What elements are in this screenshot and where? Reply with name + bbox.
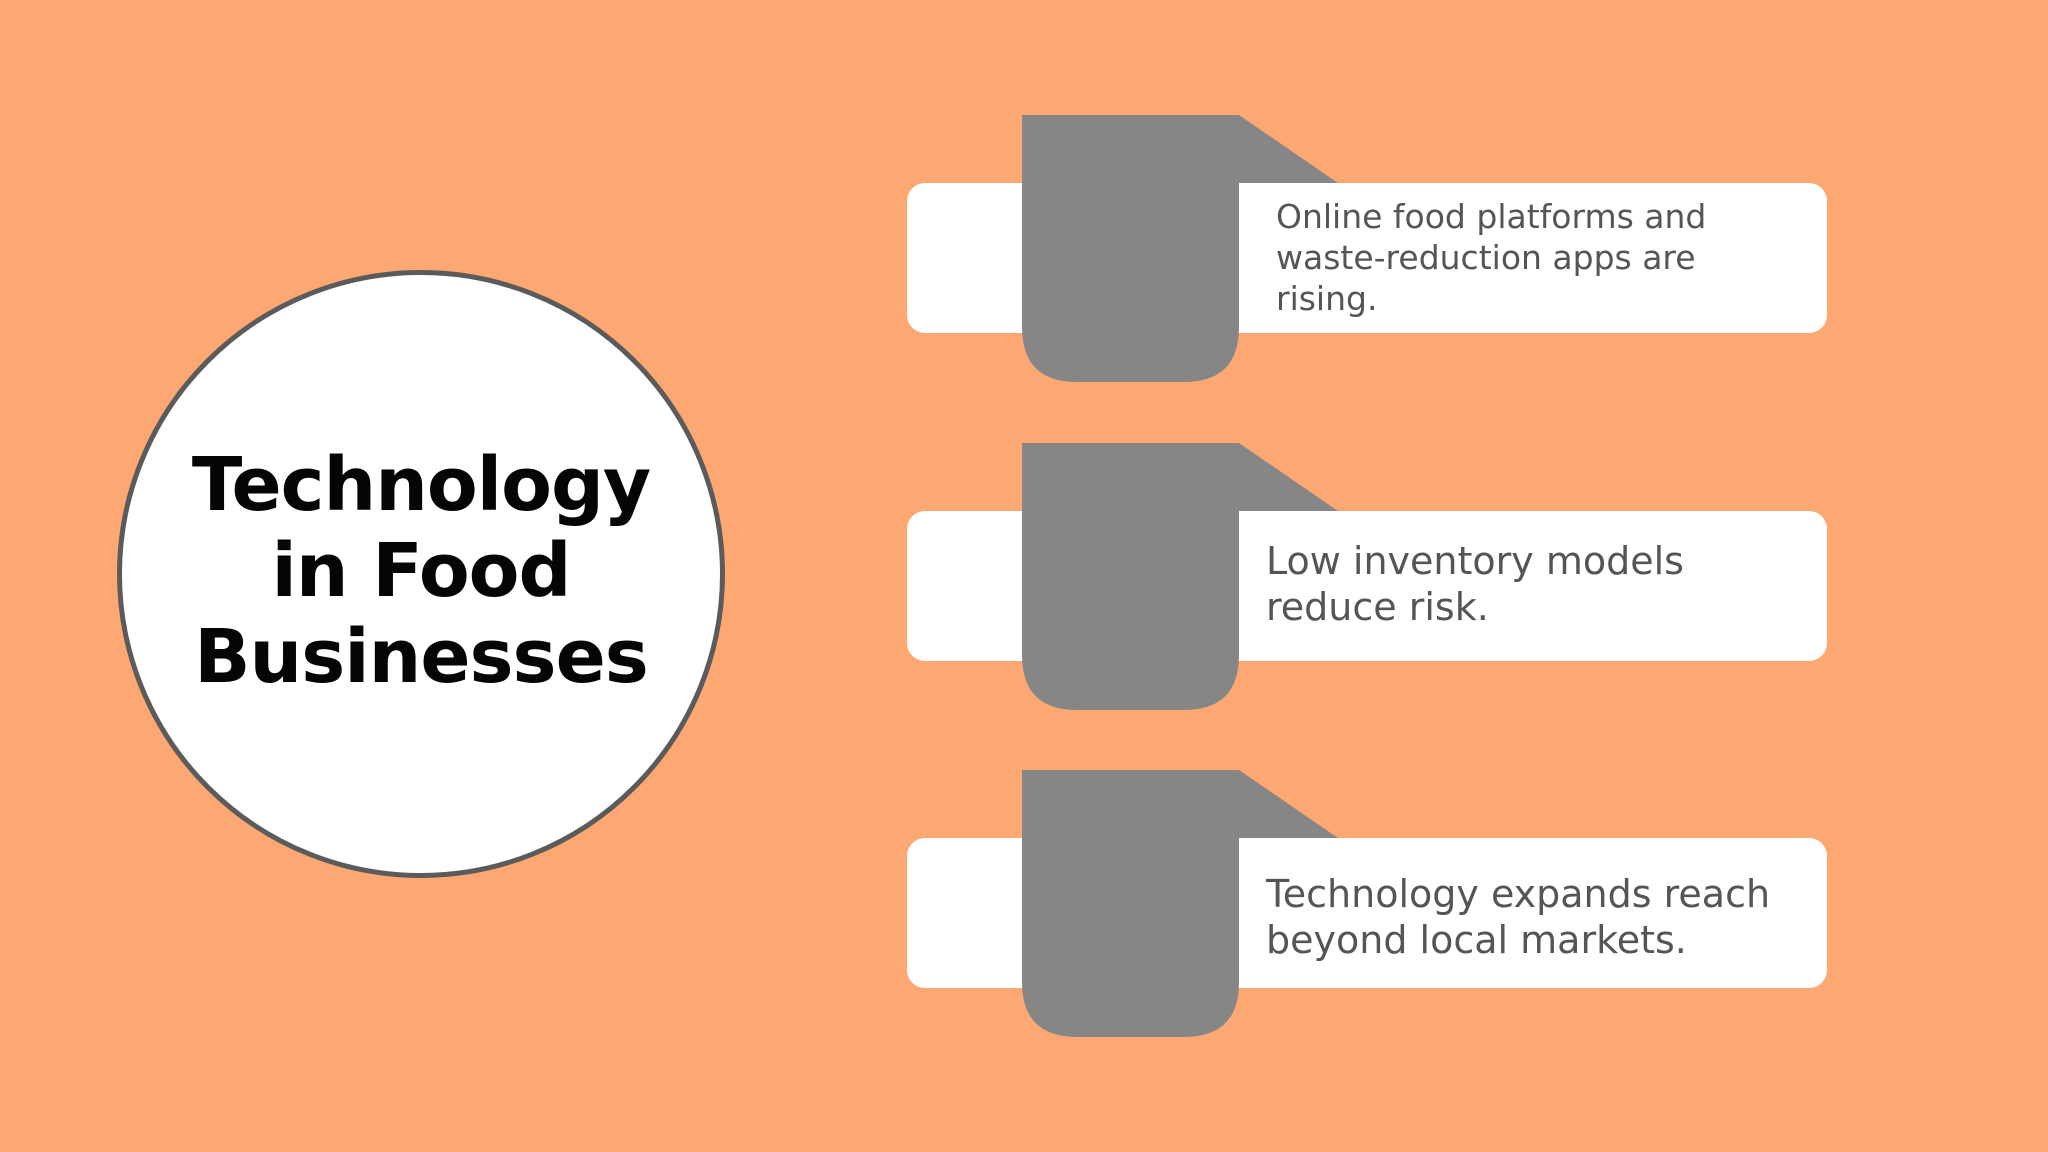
info-text-3-line-2: beyond local markets. — [1266, 918, 1687, 962]
info-text-1-line-3: rising. — [1276, 279, 1378, 318]
title-line-2: in Food — [271, 528, 571, 614]
title-circle: Technology in Food Businesses — [117, 270, 725, 878]
info-text-2-line-2: reduce risk. — [1266, 585, 1489, 629]
slide-title: Technology in Food Businesses — [161, 442, 681, 700]
info-text-2-line-1: Low inventory models — [1266, 539, 1684, 583]
info-text-2: Low inventory models reduce risk. — [1266, 538, 1806, 630]
info-text-1-line-1: Online food platforms and — [1276, 197, 1707, 236]
info-text-1-line-2: waste-reduction apps are — [1276, 238, 1696, 277]
info-text-1: Online food platforms and waste-reductio… — [1276, 196, 1796, 319]
tab-marker-2 — [1022, 443, 1342, 711]
info-text-3-line-1: Technology expands reach — [1266, 872, 1771, 916]
tab-marker-1 — [1022, 115, 1342, 383]
title-line-1: Technology — [191, 442, 651, 528]
info-text-3: Technology expands reach beyond local ma… — [1266, 871, 1806, 963]
tab-marker-3 — [1022, 770, 1342, 1038]
title-line-3: Businesses — [194, 614, 649, 700]
